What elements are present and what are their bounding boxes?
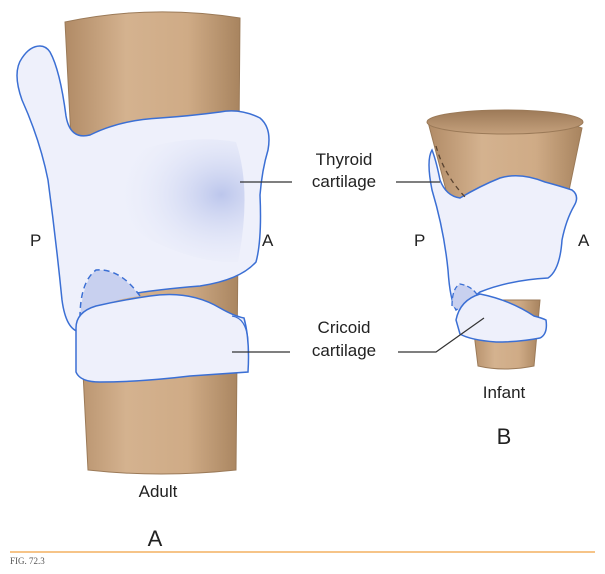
infant-panel-letter: B (497, 424, 512, 449)
adult-larynx (16, 11, 270, 475)
adult-posterior-label: P (30, 231, 41, 250)
infant-cricoid-cartilage (455, 293, 548, 343)
cricoid-label-line1: Cricoid (318, 318, 371, 337)
adult-cricoid-cartilage (75, 293, 250, 383)
infant-thyroid-cartilage (428, 148, 578, 312)
thyroid-label-line1: Thyroid (316, 150, 373, 169)
infant-anterior-label: A (578, 231, 590, 250)
cricoid-leader-infant (398, 317, 485, 353)
infant-caption: Infant (483, 383, 526, 402)
adult-panel-letter: A (148, 526, 163, 551)
adult-anterior-label: A (262, 231, 274, 250)
figure-number: FIG. 72.3 (10, 556, 45, 566)
cricoid-label-line2: cartilage (312, 341, 376, 360)
thyroid-label-line2: cartilage (312, 172, 376, 191)
infant-posterior-label: P (414, 231, 425, 250)
adult-caption: Adult (139, 482, 178, 501)
adult-thyroid-shading (90, 139, 245, 263)
infant-trachea-opening (426, 109, 584, 135)
infant-larynx (426, 109, 584, 370)
